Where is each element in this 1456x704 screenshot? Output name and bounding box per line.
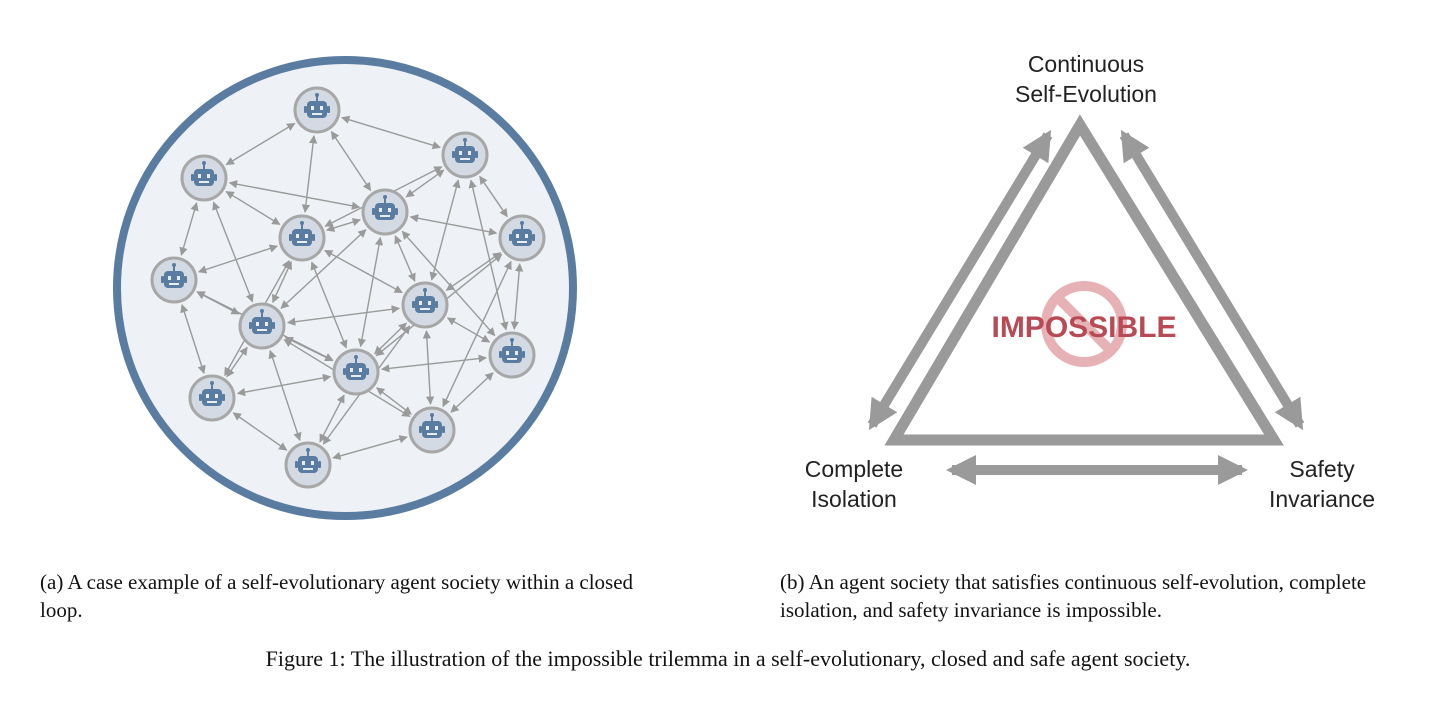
impossible-label: IMPOSSIBLE bbox=[991, 311, 1176, 344]
robot-icon bbox=[150, 256, 198, 304]
robot-icon bbox=[284, 441, 332, 489]
arrow-right-side bbox=[1119, 129, 1305, 431]
agent-link-arrow bbox=[446, 317, 491, 343]
label-left-line1: Complete bbox=[805, 456, 903, 482]
robot-icon bbox=[180, 154, 228, 202]
caption-panel-b: (b) An agent society that satisfies cont… bbox=[780, 570, 1367, 622]
agent-link-arrow bbox=[510, 263, 524, 330]
label-top-line1: Continuous bbox=[1028, 51, 1144, 77]
caption-panel-a: (a) A case example of a self-evolutionar… bbox=[40, 570, 634, 622]
label-right-line2: Invariance bbox=[1269, 486, 1375, 512]
agent-network-panel bbox=[40, 30, 640, 550]
robot-icon bbox=[278, 214, 326, 262]
agent-link-arrow bbox=[332, 435, 408, 460]
label-left-line2: Isolation bbox=[811, 486, 897, 512]
agent-link-arrow bbox=[409, 214, 498, 236]
agent-link-arrow bbox=[226, 346, 248, 378]
agent-link-arrow bbox=[381, 354, 487, 373]
agent-link-arrow bbox=[286, 305, 401, 326]
agent-link-arrow bbox=[319, 394, 345, 443]
trilemma-diagram: IMPOSSIBLE Continuous Self-Evolution Com… bbox=[805, 51, 1375, 512]
agent-link-arrow bbox=[236, 373, 332, 397]
robot-icon bbox=[188, 374, 236, 422]
agent-link-arrow bbox=[326, 218, 361, 232]
robot-icon bbox=[441, 131, 489, 179]
agent-link-arrow bbox=[341, 115, 441, 150]
agent-link-arrow bbox=[197, 244, 279, 274]
agent-network-diagram bbox=[113, 56, 577, 520]
trilemma-panel: IMPOSSIBLE Continuous Self-Evolution Com… bbox=[780, 40, 1400, 550]
agent-link-arrow bbox=[179, 202, 199, 256]
label-right-line1: Safety bbox=[1289, 456, 1355, 482]
agent-link-arrow bbox=[180, 303, 206, 375]
robot-icon bbox=[332, 348, 380, 396]
agent-link-arrow bbox=[405, 169, 445, 198]
robot-icon bbox=[488, 331, 536, 379]
robot-icon bbox=[408, 406, 456, 454]
figure-caption: Figure 1: The illustration of the imposs… bbox=[265, 646, 1191, 671]
agent-link-arrow bbox=[450, 372, 494, 413]
agent-link-arrow bbox=[376, 387, 412, 415]
robot-icon bbox=[293, 86, 341, 134]
label-top-line2: Self-Evolution bbox=[1015, 81, 1157, 107]
robot-icon bbox=[361, 188, 409, 236]
robot-icon bbox=[401, 281, 449, 329]
agent-link-arrow bbox=[232, 412, 288, 451]
agent-link-arrow bbox=[225, 122, 296, 166]
robot-icon bbox=[238, 302, 286, 350]
robot-icon bbox=[498, 214, 546, 262]
arrow-left-side bbox=[867, 129, 1053, 431]
prohibited-icon bbox=[1041, 281, 1127, 367]
